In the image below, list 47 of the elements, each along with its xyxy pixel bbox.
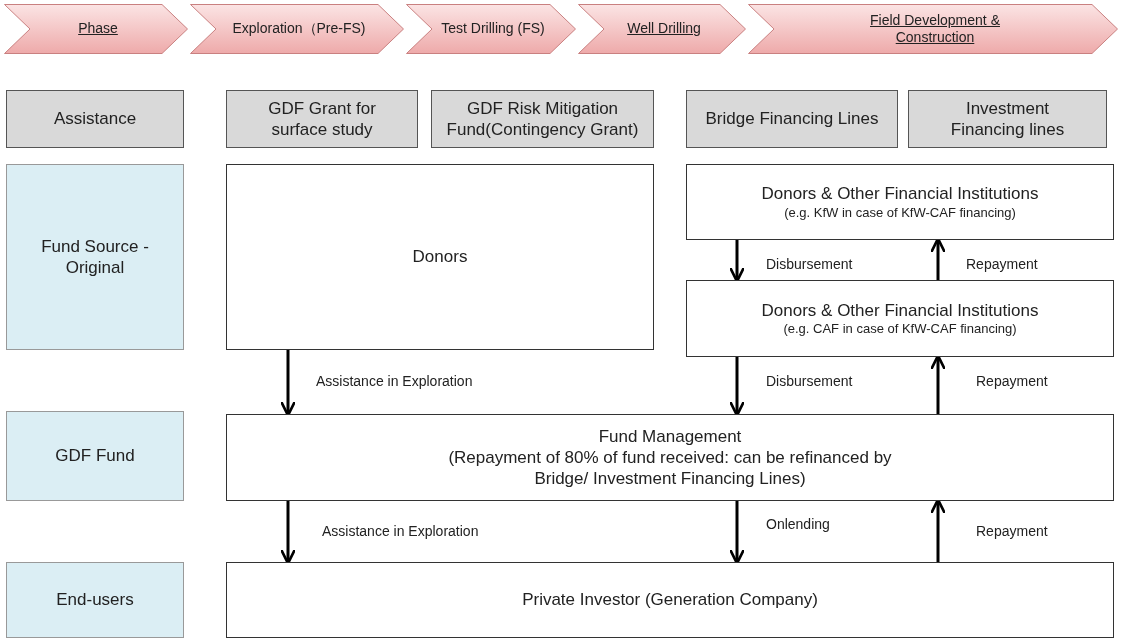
- node-text: Phase: [78, 20, 118, 38]
- edge-label: Onlending: [766, 516, 830, 534]
- phase-band: [190, 4, 404, 54]
- assistance-box: [226, 90, 418, 148]
- assistance-box: [431, 90, 654, 148]
- edge-label: Assistance in Exploration: [322, 523, 479, 541]
- node-text: Exploration（Pre-FS): [232, 20, 366, 38]
- edge-label: Repayment: [966, 256, 1038, 274]
- node-text: Bridge Financing Lines: [705, 108, 879, 130]
- node-text: Well Drilling: [627, 20, 701, 38]
- row-header-box: [6, 164, 184, 350]
- edge-label: Repayment: [976, 523, 1048, 541]
- node-text: Assistance: [53, 108, 137, 130]
- node-text: Test Drilling (FS): [441, 20, 545, 38]
- assistance-box: [686, 90, 898, 148]
- node-text: Fund Source - Original: [40, 235, 150, 279]
- node-text: Donors & Other Financial Institutions: [761, 183, 1039, 205]
- edge-label: Disbursement: [766, 256, 853, 274]
- node-text: (e.g. KfW in case of KfW-CAF financing): [784, 204, 1016, 221]
- edge-label: Disbursement: [766, 373, 853, 391]
- process-box: [226, 414, 1114, 501]
- edge-label: Repayment: [976, 373, 1048, 391]
- process-box: [686, 280, 1114, 357]
- row-header-box: [6, 562, 184, 638]
- phase-band: [578, 4, 746, 54]
- node-text: Private Investor (Generation Company): [522, 589, 818, 611]
- node-text: End-users: [56, 589, 134, 611]
- node-text: Investment Financing lines: [949, 97, 1066, 141]
- assistance-box: [6, 90, 184, 148]
- node-text: GDF Risk Mitigation Fund(Contingency Grant): [445, 97, 640, 141]
- node-text: GDF Grant for surface study: [267, 97, 377, 141]
- row-header-box: [6, 411, 184, 501]
- node-text: (e.g. CAF in case of KfW-CAF financing): [783, 321, 1017, 338]
- node-text: Donors: [412, 246, 468, 268]
- edge-label: Assistance in Exploration: [316, 373, 473, 391]
- node-text: GDF Fund: [55, 445, 135, 467]
- phase-band: [406, 4, 576, 54]
- process-box: [686, 164, 1114, 240]
- node-text: Field Development & Construction: [869, 11, 1001, 47]
- process-box: [226, 164, 654, 350]
- process-box: [226, 562, 1114, 638]
- phase-band: [4, 4, 188, 54]
- node-text: (Repayment of 80% of fund received: can be refinanced by Bridge/ Investment Financing Lines): [447, 446, 893, 490]
- assistance-box: [908, 90, 1107, 148]
- node-text: Fund Management: [598, 425, 742, 447]
- phase-band: [748, 4, 1118, 54]
- node-text: Donors & Other Financial Institutions: [761, 299, 1039, 321]
